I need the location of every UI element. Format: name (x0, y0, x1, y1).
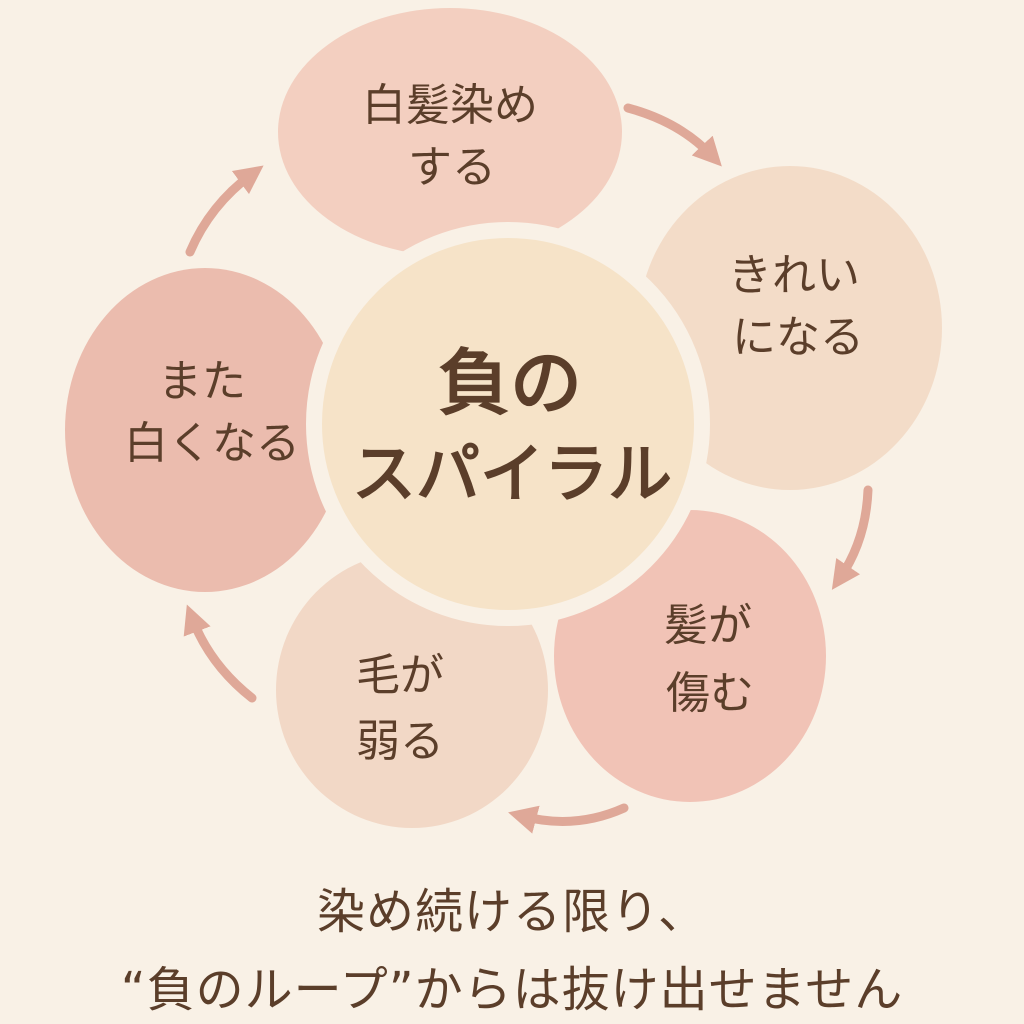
caption-line-2: “負のループ”からは抜け出せません (120, 962, 904, 1018)
step-5-label-line2: 白くなる (124, 418, 300, 469)
step-blob-5 (65, 268, 345, 592)
cycle-arrow-4 (183, 604, 257, 703)
step-3-label-line2: 傷む (666, 668, 754, 719)
step-1-label-line2: する (408, 142, 496, 193)
step-2-label-line1: きれい (728, 250, 860, 301)
cycle-arrow-5 (185, 165, 264, 257)
center-title-line1: 負の (438, 341, 582, 425)
cycle-arrow-2 (831, 485, 873, 590)
caption-line-1: 染め続ける限り、 (316, 884, 708, 940)
center-circle (306, 222, 710, 626)
step-5-label-line1: また (158, 356, 246, 407)
cycle-arrow-3 (508, 803, 629, 834)
step-blob-1 (278, 8, 622, 256)
cycle-arrow-1 (623, 103, 722, 167)
step-4-label-line1: 毛が (356, 650, 444, 701)
step-4-label-line2: 弱る (356, 716, 444, 767)
center-title-line2: スパイラル (352, 438, 672, 512)
step-2-label-line2: になる (732, 312, 864, 363)
step-3-label-line1: 髪が (664, 600, 752, 651)
step-blob-2 (638, 166, 942, 490)
step-1-label-line1: 白髪染め (362, 80, 538, 131)
